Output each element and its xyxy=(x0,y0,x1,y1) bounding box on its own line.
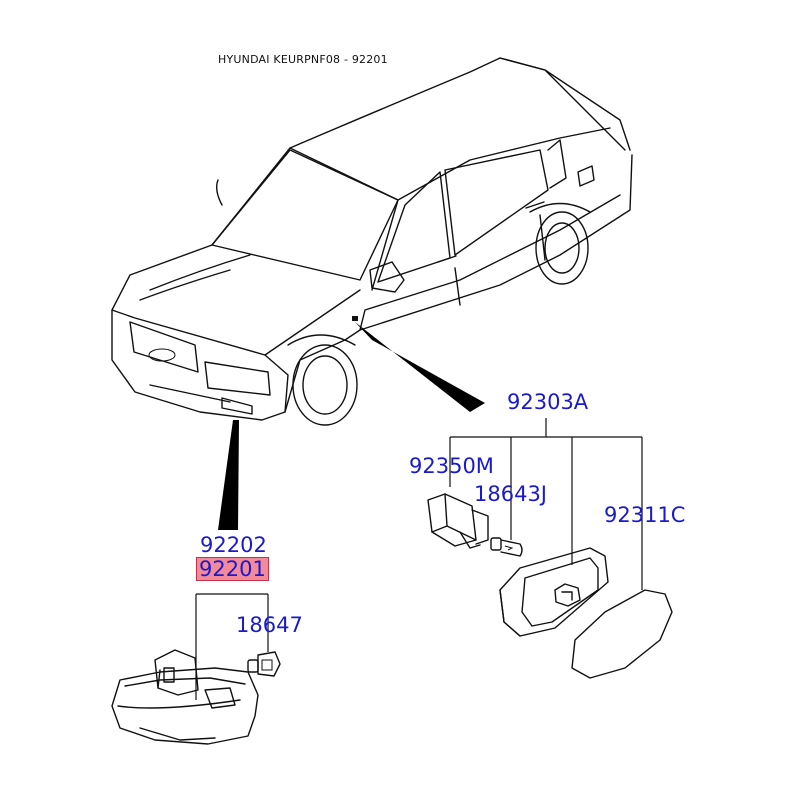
part-label-92311c[interactable]: 92311C xyxy=(604,503,686,527)
car-illustration xyxy=(111,57,633,426)
part-label-92350m[interactable]: 92350M xyxy=(409,454,494,478)
part-label-92202[interactable]: 92202 xyxy=(200,533,267,557)
repeater-housing-drawing xyxy=(499,547,609,637)
lens-drawing xyxy=(571,589,673,679)
part-label-18643j[interactable]: 18643J xyxy=(474,482,547,506)
socket-drawing xyxy=(427,493,489,549)
part-label-92303a[interactable]: 92303A xyxy=(507,390,589,414)
diagram-title: HYUNDAI KEURPNF08 - 92201 xyxy=(218,53,388,66)
part-label-18647[interactable]: 18647 xyxy=(236,613,303,637)
fog-lamp-drawing xyxy=(111,649,259,745)
bulb-drawing-18643j xyxy=(490,537,523,557)
part-label-92201-highlighted[interactable]: 92201 xyxy=(196,557,269,581)
callout-wedge-foglamp xyxy=(218,420,239,530)
bulb-drawing-18647 xyxy=(247,651,281,677)
callout-wedge-repeater xyxy=(355,322,485,412)
